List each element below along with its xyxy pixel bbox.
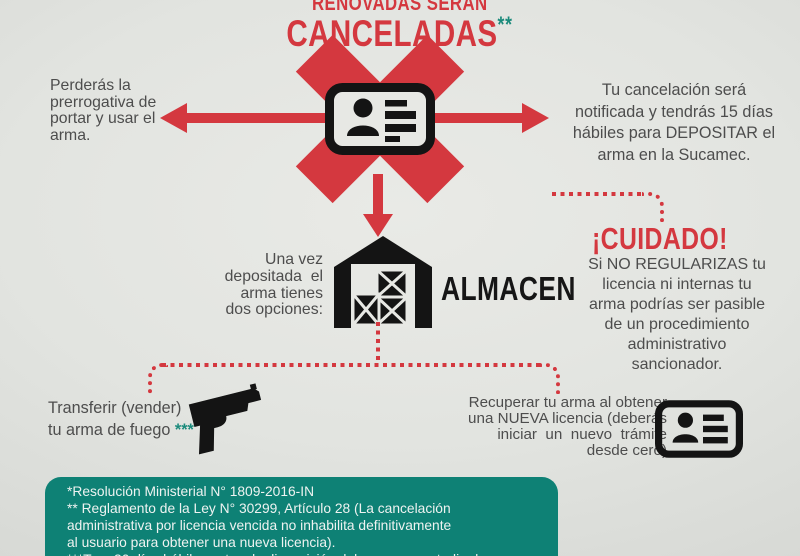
option-transfer-text: Transferir (vender) tu arma de fuego <box>48 399 182 439</box>
arrow-left-icon <box>160 103 187 133</box>
headline-top-text: RENOVADAS SERÁN <box>312 0 488 15</box>
warning-title: ¡CUIDADO! <box>592 221 728 256</box>
pistol-icon <box>180 372 277 468</box>
option-recover: Recuperar tu arma al obtener una NUEVA l… <box>468 394 667 459</box>
arrow-right-icon <box>522 103 549 133</box>
headline-main: CANCELADAS** <box>0 12 800 55</box>
two-options-note: Una vez depositada el arma tienes dos op… <box>224 251 323 319</box>
deposit-notice-note: Tu cancelación será notificada y tendrás… <box>572 81 776 164</box>
option-transfer-asterisks: *** <box>174 420 194 439</box>
almacen-label-wrap: ALMACEN <box>441 270 609 308</box>
license-card-icon <box>325 83 435 160</box>
dotted-branch-left-corner <box>148 363 168 394</box>
arrow-down-icon <box>363 214 393 237</box>
arrow-down-shaft <box>373 174 383 216</box>
arrow-right-shaft <box>414 113 524 123</box>
lose-privilege-note: Perderás la prerrogativa de portar y usa… <box>50 77 157 144</box>
headline-asterisks: ** <box>497 12 514 37</box>
dotted-line-to-warning <box>552 192 644 196</box>
almacen-label: ALMACEN <box>441 270 576 307</box>
footnotes-box: *Resolución Ministerial N° 1809-2016-IN … <box>45 477 558 556</box>
warning-body: Si NO REGULARIZAS tu licencia ni interna… <box>588 256 766 373</box>
dotted-line-from-warehouse <box>376 322 380 364</box>
headline-top: RENOVADAS SERÁN <box>0 0 800 16</box>
new-license-card-icon <box>655 399 743 464</box>
dotted-corner-to-warning <box>642 192 664 222</box>
warehouse-icon <box>333 234 433 333</box>
dotted-branch-line <box>162 363 544 367</box>
warning-title-wrap: ¡CUIDADO! <box>565 221 755 257</box>
footnotes-text: *Resolución Ministerial N° 1809-2016-IN … <box>67 484 486 556</box>
dotted-branch-right-corner <box>540 363 560 394</box>
arrow-left-shaft <box>186 113 344 123</box>
option-transfer: Transferir (vender) tu arma de fuego *** <box>48 398 228 441</box>
